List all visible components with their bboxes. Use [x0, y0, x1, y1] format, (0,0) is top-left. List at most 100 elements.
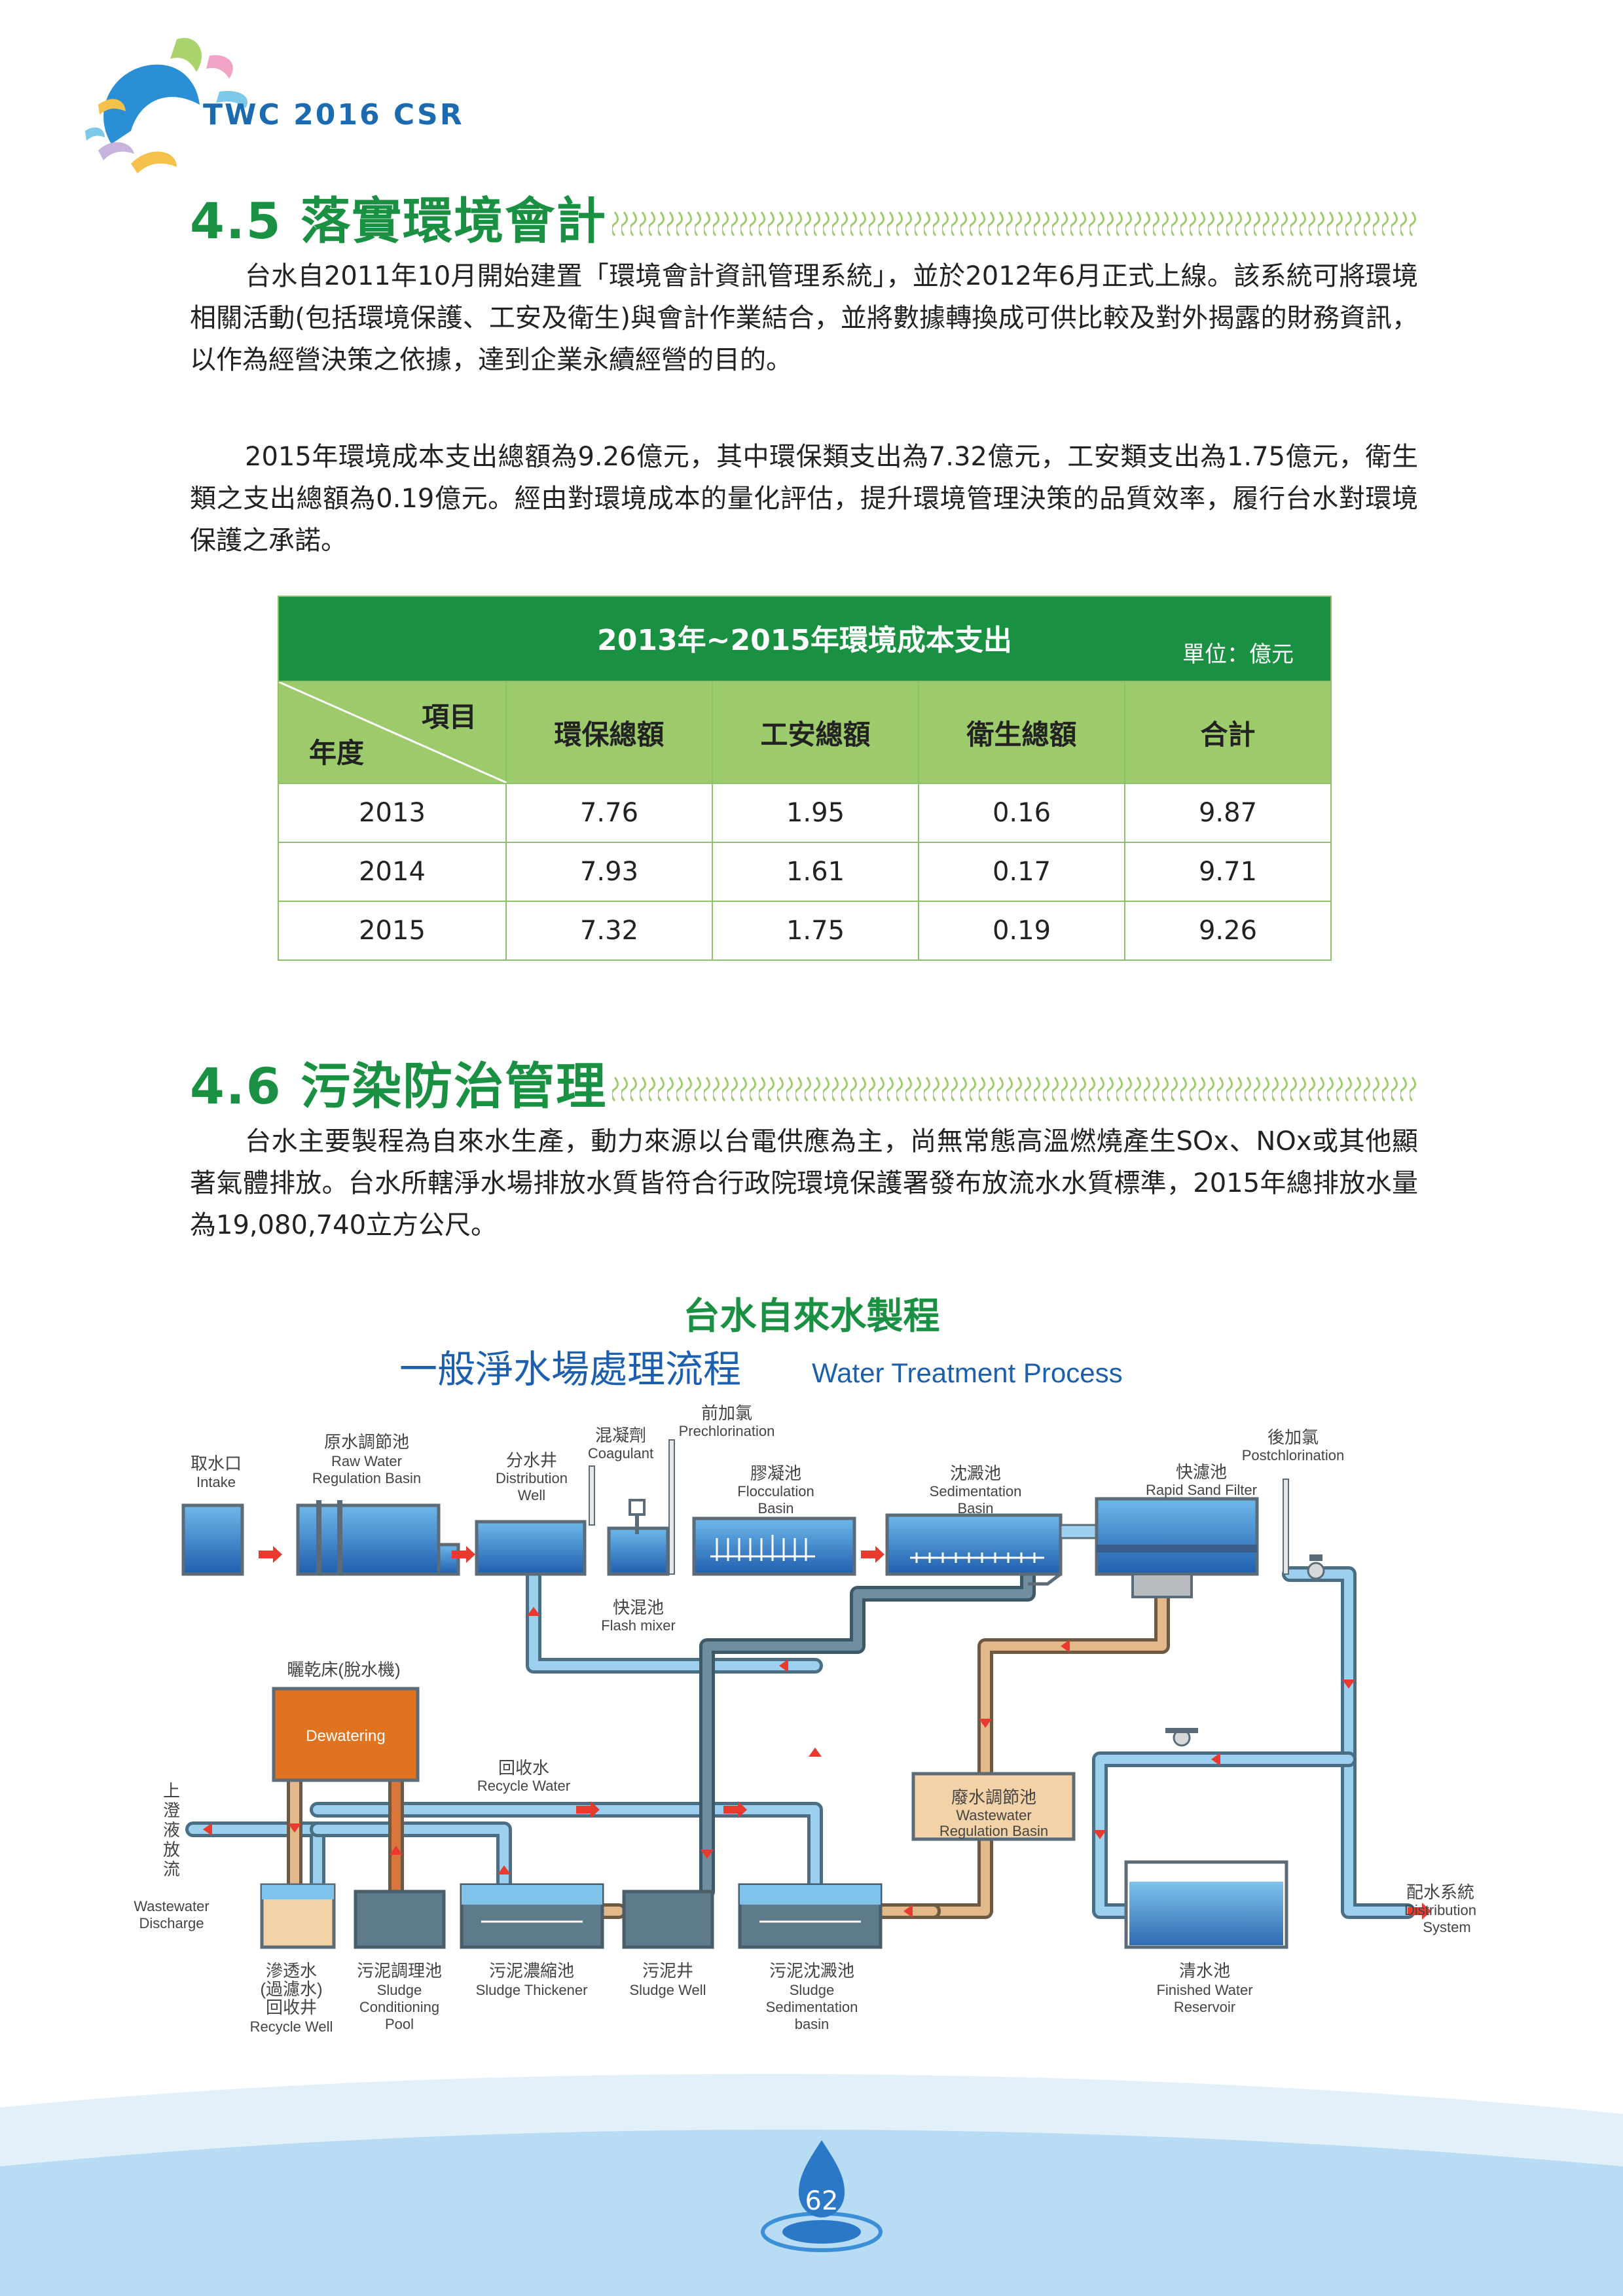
row-year: 2015 [278, 901, 507, 961]
flocculation-label-zh: 膠凝池 [750, 1463, 801, 1483]
twc-logo [85, 38, 248, 173]
distribution-well-label-en-2: Well [518, 1487, 545, 1503]
wastewater-discharge-label-en-2: Discharge [139, 1915, 204, 1931]
wastewater-regulation-label-en-2: Regulation Basin [939, 1823, 1048, 1839]
recycle-well-label-zh-1: 滲透水 [266, 1961, 317, 1981]
flash-mixer-label-zh: 快混池 [613, 1598, 664, 1617]
coagulant-label-zh: 混凝劑 [595, 1426, 646, 1445]
table-cell: 7.32 [505, 901, 713, 961]
table-cell: 0.19 [918, 901, 1125, 961]
finished-water-label-en-2: Reservoir [1174, 1999, 1235, 2015]
sludge-conditioning-label-zh: 污泥調理池 [357, 1961, 442, 1981]
table-cell: 1.95 [712, 783, 919, 843]
corner-year-label: 年度 [309, 737, 365, 769]
table-title-row: 2013年~2015年環境成本支出 單位：億元 [277, 596, 1332, 682]
row-year: 2014 [278, 842, 507, 902]
table-row: 2013 7.76 1.95 0.16 9.87 [278, 783, 1332, 843]
title-wave-decoration [612, 211, 1419, 237]
sludge-thickener-label-en: Sludge Thickener [476, 1982, 588, 1998]
sludge-sedimentation-label-en-3: basin [795, 2016, 830, 2032]
table-cell: 0.17 [918, 842, 1125, 902]
corner-item-label: 項目 [421, 701, 477, 733]
sedimentation-label-zh: 沈澱池 [950, 1463, 1001, 1483]
wastewater-discharge-label-en-1: Wastewater [134, 1898, 209, 1914]
table-cell: 9.87 [1123, 783, 1332, 843]
intake-label-en: Intake [196, 1474, 236, 1490]
wastewater-discharge-label-zh-2: 澄 [163, 1801, 180, 1820]
table-cell: 9.26 [1123, 901, 1332, 961]
postchlorination-label-en: Postchlorination [1242, 1447, 1345, 1463]
sludge-sedimentation-label-en-1: Sludge [790, 1982, 835, 1998]
raw-water-label-en-1: Raw Water [331, 1453, 402, 1469]
table-row: 2014 7.93 1.61 0.17 9.71 [278, 842, 1332, 902]
distribution-system-label-en-2: System [1423, 1919, 1470, 1935]
table-title: 2013年~2015年環境成本支出 [597, 624, 1012, 657]
dewatering-label-zh: 曬乾床(脫水機) [287, 1660, 400, 1679]
table-header-row: 項目 年度 環保總額 工安總額 衛生總額 合計 [278, 681, 1332, 784]
recycle-well-label-zh-2: (過濾水) [260, 1979, 322, 1999]
row-year: 2013 [278, 783, 507, 843]
process-heading: 台水自來水製程 [683, 1295, 940, 1338]
rapid-sand-label-en: Rapid Sand Filter [1146, 1482, 1257, 1498]
table-cell: 7.76 [505, 783, 713, 843]
sludge-sedimentation-label-zh: 污泥沈澱池 [769, 1961, 854, 1981]
column-header: 工安總額 [712, 681, 919, 784]
raw-water-label-zh: 原水調節池 [324, 1432, 409, 1452]
raw-water-label-en-2: Regulation Basin [312, 1470, 421, 1486]
section-4-5-paragraph-1: 台水自2011年10月開始建置「環境會計資訊管理系統」，並於2012年6月正式上… [190, 261, 1418, 375]
sedimentation-label-en-1: Sedimentation [930, 1483, 1022, 1499]
distribution-system-label-zh: 配水系統 [1406, 1882, 1474, 1902]
sludge-well-label-zh: 污泥井 [642, 1961, 693, 1981]
sludge-sedimentation-label-en-2: Sedimentation [766, 1999, 858, 2015]
intake-label-zh: 取水口 [191, 1454, 242, 1473]
table-row: 2015 7.32 1.75 0.19 9.26 [278, 901, 1332, 961]
footer-wave [0, 2073, 1623, 2296]
table-cell: 9.71 [1123, 842, 1332, 902]
process-title-zh: 一般淨水場處理流程 [399, 1348, 741, 1391]
sludge-conditioning-label-en-2: Conditioning [359, 1999, 439, 2015]
recycle-well-label-zh-3: 回收井 [266, 1998, 317, 2017]
rapid-sand-label-zh: 快濾池 [1176, 1462, 1227, 1482]
sludge-conditioning-label-en-1: Sludge [377, 1982, 422, 1998]
column-header: 衛生總額 [918, 681, 1125, 784]
sludge-conditioning-label-en-3: Pool [385, 2016, 414, 2032]
recycle-well-label-en: Recycle Well [250, 2018, 333, 2035]
section-4-5-paragraph-2: 2015年環境成本支出總額為9.26億元，其中環保類支出為7.32億元，工安類支… [190, 442, 1418, 556]
finished-water-label-en-1: Finished Water [1156, 1982, 1252, 1998]
prechlorination-label-zh: 前加氯 [701, 1403, 752, 1423]
table-cell: 7.93 [505, 842, 713, 902]
table-cell: 1.75 [712, 901, 919, 961]
wastewater-discharge-label-zh-3: 液 [163, 1820, 180, 1840]
wastewater-regulation-label-zh: 廢水調節池 [951, 1787, 1036, 1807]
flocculation-label-en-2: Basin [757, 1500, 793, 1516]
flash-mixer-label-en: Flash mixer [601, 1617, 676, 1634]
page-number: 62 [805, 2186, 839, 2216]
sedimentation-label-en-2: Basin [957, 1500, 993, 1516]
postchlorination-label-zh: 後加氯 [1267, 1427, 1319, 1447]
distribution-well-label-zh: 分水井 [506, 1450, 557, 1470]
environment-cost-table: 2013年~2015年環境成本支出 單位：億元 項目 年度 環保總額 工安總額 … [277, 596, 1332, 961]
table-corner-cell: 項目 年度 [278, 681, 507, 784]
brand-title: TWC 2016 CSR [203, 98, 464, 132]
flocculation-label-en-1: Flocculation [737, 1483, 814, 1499]
section-4-5-title: 4.5 落實環境會計 [190, 192, 608, 250]
table-cell: 1.61 [712, 842, 919, 902]
recycle-water-label-zh: 回收水 [498, 1758, 549, 1778]
column-header: 合計 [1123, 681, 1332, 784]
sludge-well-label-en: Sludge Well [630, 1982, 706, 1998]
table-cell: 0.16 [918, 783, 1125, 843]
dewatering-box-label: Dewatering [306, 1727, 385, 1745]
table-unit: 單位：億元 [1182, 641, 1294, 668]
wastewater-discharge-label-zh-4: 放 [163, 1840, 180, 1859]
wastewater-discharge-label-zh-1: 上 [163, 1781, 180, 1801]
finished-water-label-zh: 清水池 [1179, 1961, 1230, 1981]
corner-diagonal-line [279, 682, 507, 783]
recycle-water-label-en: Recycle Water [477, 1778, 570, 1794]
section-4-6-title: 4.6 污染防治管理 [190, 1057, 608, 1115]
process-title-en: Water Treatment Process [812, 1357, 1123, 1388]
sludge-thickener-label-zh: 污泥濃縮池 [489, 1961, 574, 1981]
coagulant-label-en: Coagulant [588, 1445, 653, 1462]
prechlorination-label-en: Prechlorination [679, 1423, 775, 1439]
wastewater-discharge-label-zh-5: 流 [163, 1859, 180, 1879]
wastewater-regulation-label-en-1: Wastewater [956, 1807, 1031, 1823]
